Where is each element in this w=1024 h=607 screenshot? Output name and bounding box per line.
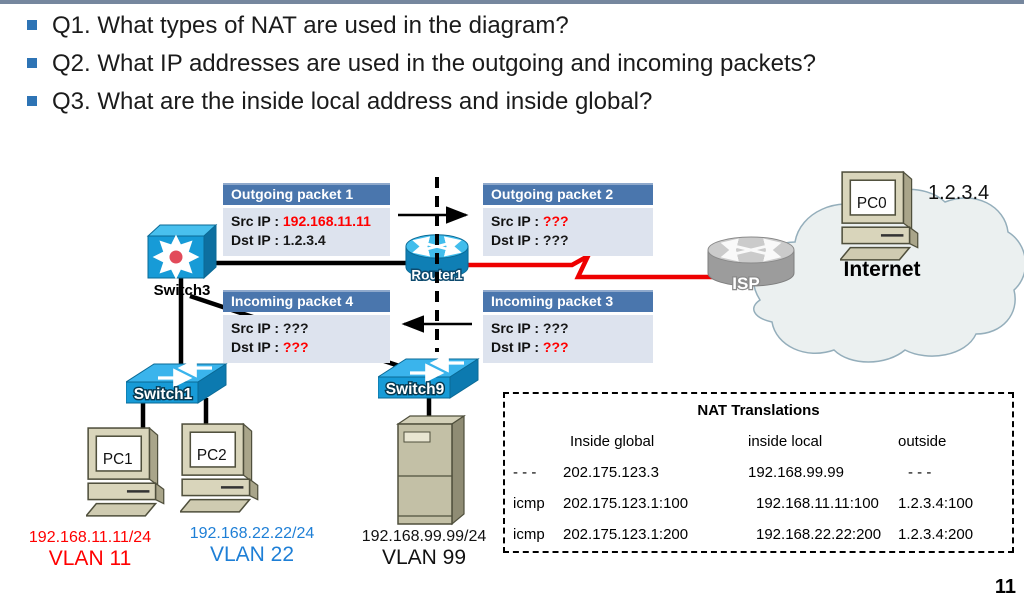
nat-cell-outside: - - - — [908, 464, 932, 481]
pc2-ip-label: 192.168.22.22/24 — [189, 525, 315, 542]
switch1-device: Switch1 — [124, 358, 228, 409]
desktop-pc-icon: PC2 — [178, 422, 259, 513]
isp-router-device: ISP — [706, 236, 796, 303]
question-3: Q3. What are the inside local address an… — [52, 88, 653, 115]
bullet-icon — [27, 96, 37, 106]
packet-box-title: Incoming packet 4 — [223, 290, 390, 312]
nat-table-header-row: Inside global inside local outside — [505, 433, 1012, 450]
src-ip-line: Src IP : ??? — [231, 320, 309, 336]
nat-cell-outside: 1.2.3.4:100 — [898, 495, 974, 512]
nat-cell-inside-global: 202.175.123.1:100 — [563, 495, 689, 512]
packet-box-title: Incoming packet 3 — [483, 290, 653, 312]
packet-box-title: Outgoing packet 2 — [483, 183, 653, 205]
switch3-device — [142, 220, 222, 291]
col-header-outside: outside — [898, 433, 947, 450]
server-ip-label: 192.168.99.99/24 — [361, 528, 487, 545]
serial-link-router1-isp — [462, 250, 714, 280]
nat-table-row: icmp 202.175.123.1:100 192.168.11.11:100… — [505, 495, 1012, 512]
pc1-ip-label: 192.168.11.11/24 — [28, 529, 152, 546]
pc0-device: PC0 — [838, 170, 926, 269]
pc2-label: PC2 — [197, 447, 227, 464]
nat-cell-outside: 1.2.3.4:200 — [898, 526, 974, 543]
slide-top-border — [0, 0, 1024, 4]
router1-label: Router1 — [411, 267, 463, 282]
dst-ip-line: Dst IP : ??? — [231, 339, 309, 355]
server-device — [394, 414, 468, 533]
packet-box-title: Outgoing packet 1 — [223, 183, 390, 205]
switch9-label: Switch9 — [386, 381, 445, 398]
bullet-icon — [27, 20, 37, 30]
dst-ip-line: Dst IP : 1.2.3.4 — [231, 232, 326, 248]
pc1-device: PC1 — [84, 426, 172, 525]
router1-device: Router1 — [404, 233, 470, 294]
page-number: 11 — [994, 576, 1016, 598]
dst-ip-line: Dst IP : ??? — [491, 232, 569, 248]
incoming-packet-3-box: Incoming packet 3 Src IP : ??? Dst IP : … — [483, 290, 653, 363]
nat-cell-proto: icmp — [513, 526, 545, 543]
src-ip-line: Src IP : 192.168.11.11 — [231, 213, 371, 229]
src-ip-line: Src IP : ??? — [491, 320, 569, 336]
vlan11-label-group: 192.168.11.11/24 VLAN 11 — [10, 528, 170, 571]
dst-ip-line: Dst IP : ??? — [491, 339, 569, 355]
vlan99-label-group: 192.168.99.99/24 VLAN 99 — [344, 527, 504, 570]
nat-table-row: icmp 202.175.123.1:200 192.168.22.22:200… — [505, 526, 1012, 543]
nat-translations-table: NAT Translations Inside global inside lo… — [503, 392, 1014, 553]
nat-cell-inside-local: 192.168.22.22:200 — [756, 526, 882, 543]
vlan22-label: VLAN 22 — [209, 543, 295, 566]
nat-table-title: NAT Translations — [697, 402, 820, 419]
incoming-packet-4-box: Incoming packet 4 Src IP : ??? Dst IP : … — [223, 290, 390, 363]
question-2: Q2. What IP addresses are used in the ou… — [52, 50, 817, 77]
internet-label: Internet — [843, 258, 921, 281]
desktop-pc-icon: PC1 — [84, 426, 165, 517]
nat-cell-inside-global: 202.175.123.3 — [563, 464, 659, 481]
switch9-device: Switch9 — [376, 353, 480, 404]
nat-cell-proto: - - - — [513, 464, 537, 481]
nat-cell-inside-local: 192.168.99.99 — [748, 464, 844, 481]
pc1-label: PC1 — [103, 451, 133, 468]
server-tower-icon — [396, 414, 466, 526]
outgoing-packet-2-box: Outgoing packet 2 Src IP : ??? Dst IP : … — [483, 183, 653, 256]
vlan22-label-group: 192.168.22.22/24 VLAN 22 — [172, 524, 332, 567]
question-1: Q1. What types of NAT are used in the di… — [52, 12, 569, 39]
internet-cloud — [752, 188, 1024, 363]
multilayer-switch-icon — [146, 223, 218, 280]
vlan99-label: VLAN 99 — [381, 546, 467, 569]
workgroup-switch-icon: Switch1 — [124, 358, 228, 404]
nat-cell-inside-global: 202.175.123.1:200 — [563, 526, 689, 543]
nat-table-row: - - - 202.175.123.3 192.168.99.99 - - - — [505, 464, 1012, 481]
nat-cell-proto: icmp — [513, 495, 545, 512]
pc0-ip-label: 1.2.3.4 — [928, 182, 990, 204]
bullet-icon — [27, 58, 37, 68]
desktop-pc-icon: PC0 — [838, 170, 919, 261]
router-icon: Router1 — [405, 234, 469, 284]
isp-router-icon: ISP — [707, 236, 795, 294]
pc0-label: PC0 — [857, 195, 887, 212]
src-ip-line: Src IP : ??? — [491, 213, 569, 229]
switch3-label: Switch3 — [153, 282, 211, 299]
col-header-inside-local: inside local — [748, 433, 823, 450]
vlan11-label: VLAN 11 — [48, 547, 132, 570]
nat-cell-inside-local: 192.168.11.11:100 — [756, 495, 879, 512]
switch-core-dot — [169, 250, 183, 264]
isp-label: ISP — [732, 274, 759, 293]
switch1-label: Switch1 — [134, 386, 193, 403]
outgoing-packet-1-box: Outgoing packet 1 Src IP : 192.168.11.11… — [223, 183, 390, 256]
pc2-device: PC2 — [178, 422, 266, 521]
col-header-inside-global: Inside global — [570, 433, 655, 450]
workgroup-switch-icon: Switch9 — [376, 353, 480, 399]
